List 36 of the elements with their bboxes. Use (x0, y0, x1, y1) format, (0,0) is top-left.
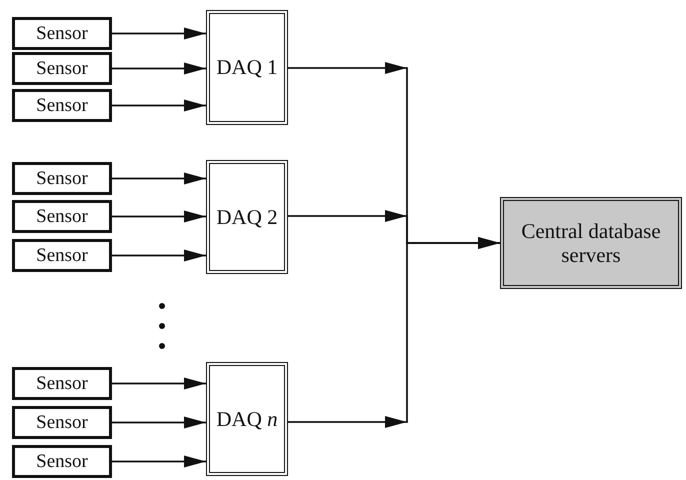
box-label: DAQ 2 (216, 204, 278, 230)
daq-box (206, 362, 288, 476)
arrow (112, 416, 206, 428)
arrow (112, 210, 206, 222)
arrow (112, 378, 206, 390)
box-label: Sensor (36, 372, 88, 394)
sensor-box (12, 162, 112, 195)
arrow (112, 250, 206, 262)
sensor-box (12, 52, 112, 85)
box-label: Sensor (36, 58, 88, 80)
arrow (112, 62, 206, 74)
daq-box (206, 160, 288, 274)
box-label: Sensor (36, 450, 88, 472)
server-box (500, 197, 682, 289)
arrow (112, 28, 206, 40)
box-label: DAQ n (216, 406, 278, 432)
sensor-box (12, 17, 112, 50)
daq-box (206, 10, 288, 125)
sensor-box (12, 200, 112, 233)
box-label: Sensor (36, 412, 88, 434)
box-label: Sensor (36, 168, 88, 190)
arrow (112, 100, 206, 112)
box-label: DAQ 1 (216, 55, 278, 80)
box-label: Sensor (36, 94, 88, 116)
arrow (112, 172, 206, 184)
box-label: Sensor (36, 244, 88, 266)
sensor-box (12, 445, 112, 478)
sensor-box (12, 367, 112, 400)
box-label: Sensor (36, 22, 88, 44)
arrow (112, 456, 206, 468)
box-label: Central database servers (520, 218, 662, 268)
box-label: Sensor (36, 206, 88, 228)
sensor-box (12, 406, 112, 439)
sensor-box (12, 89, 112, 122)
arrow (288, 237, 500, 428)
sensor-box (12, 239, 112, 272)
